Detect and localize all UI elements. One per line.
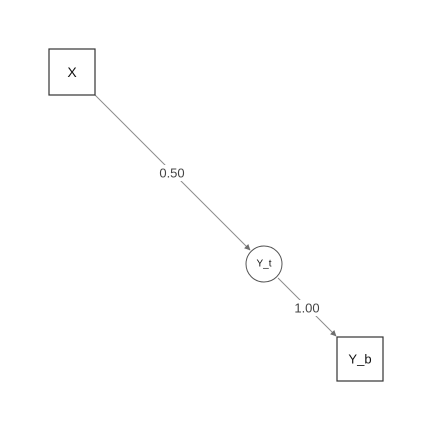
edge-yt-to-yb-label: 1.00 xyxy=(294,301,319,316)
node-y-t-circle xyxy=(245,245,283,283)
node-y-b-label: Y_b xyxy=(348,352,371,367)
edge-x-to-yt-label: 0.50 xyxy=(159,166,184,181)
node-x-label: X xyxy=(67,64,77,80)
node-y-b: Y_b xyxy=(336,336,384,382)
node-y-t-label: Y_t xyxy=(256,259,271,270)
edge-x-to-yt: 0.50 xyxy=(94,94,251,251)
node-x: X xyxy=(48,48,96,96)
node-y-b-box xyxy=(336,336,384,382)
node-y-t: Y_t xyxy=(245,245,283,283)
node-x-box xyxy=(48,48,96,96)
edge-yt-to-yb: 1.00 xyxy=(277,277,337,337)
